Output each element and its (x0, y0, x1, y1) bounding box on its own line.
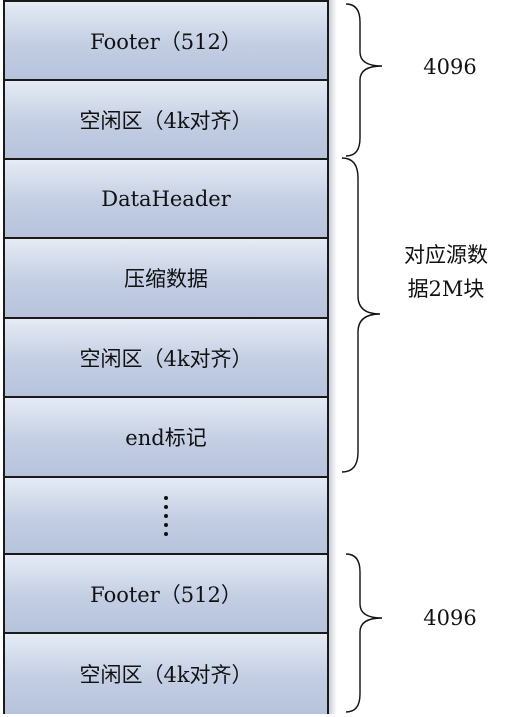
vertical-ellipsis-icon (164, 495, 168, 536)
middle-label-line2: 据2M块 (407, 277, 485, 301)
compressed-data-label: 压缩数据 (124, 267, 208, 291)
bottom-size-label: 4096 (423, 606, 477, 630)
block-stack: Footer（512） 空闲区（4k对齐） DataHeader 压缩数据 空闲… (3, 0, 329, 714)
end-marker-block: end标记 (5, 398, 327, 478)
data-header-label: DataHeader (101, 186, 231, 211)
middle-brace (341, 157, 381, 473)
footer-block-2: Footer（512） (5, 555, 327, 634)
free-area-block-1: 空闲区（4k对齐） (5, 81, 327, 160)
free-area-block-3-label: 空闲区（4k对齐） (79, 663, 253, 687)
compressed-data-block: 压缩数据 (5, 239, 327, 319)
free-area-block-2: 空闲区（4k对齐） (5, 319, 327, 398)
free-area-block-1-label: 空闲区（4k对齐） (79, 108, 253, 133)
free-area-block-3: 空闲区（4k对齐） (5, 634, 327, 714)
footer-block-2-label: Footer（512） (90, 582, 242, 607)
top-size-label: 4096 (423, 55, 477, 79)
ellipsis-block (5, 478, 327, 555)
data-header-block: DataHeader (5, 160, 327, 239)
stack-shadow (329, 0, 337, 714)
end-marker-label: end标记 (125, 426, 207, 450)
footer-block-1: Footer（512） (5, 2, 327, 81)
top-brace (345, 3, 383, 157)
bottom-brace (345, 553, 383, 713)
middle-label-line1: 对应源数 (404, 243, 488, 267)
footer-block-1-label: Footer（512） (90, 29, 242, 54)
free-area-block-2-label: 空闲区（4k对齐） (79, 346, 253, 371)
